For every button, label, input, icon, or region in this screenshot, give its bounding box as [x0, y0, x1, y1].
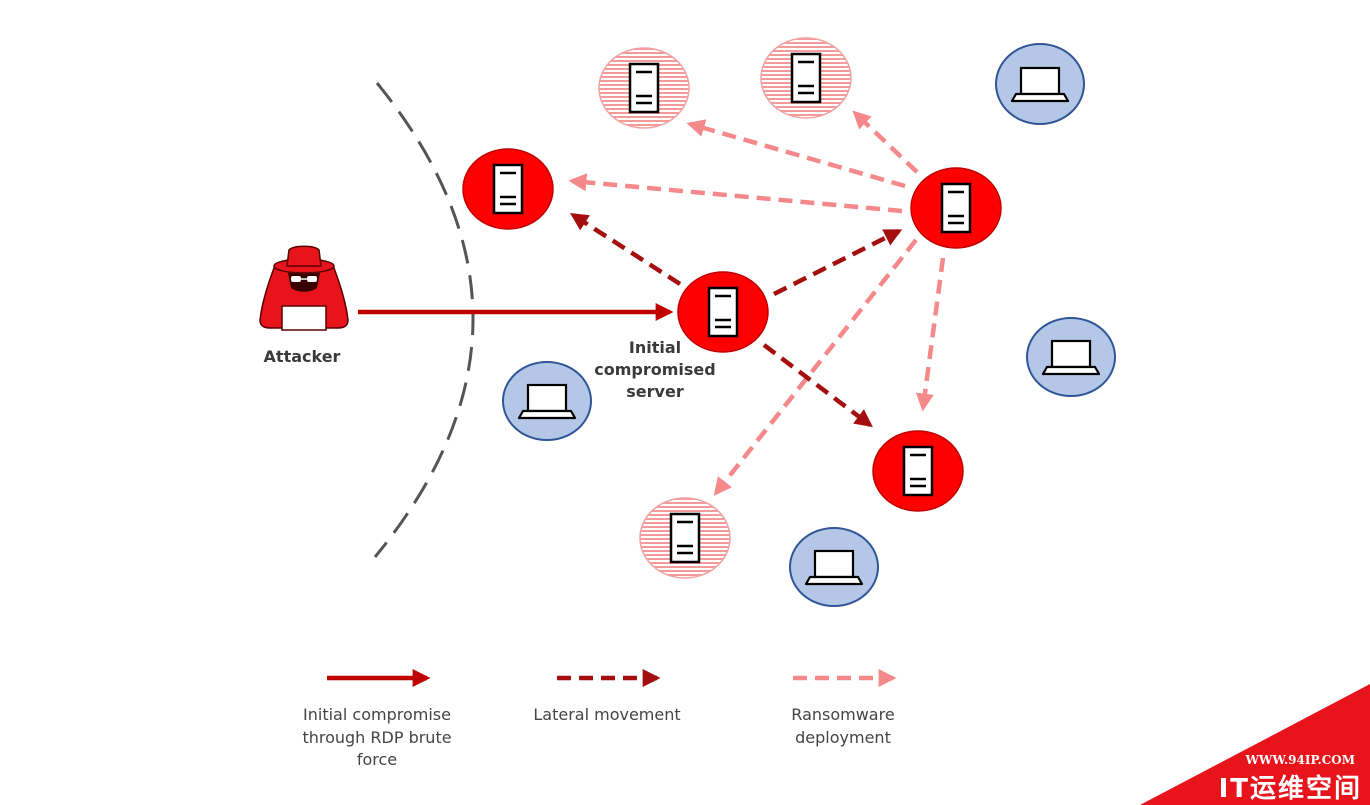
server-icon: [492, 163, 524, 215]
watermark-corner-triangle: [1140, 684, 1370, 805]
attacker-label: Attacker: [264, 347, 341, 366]
watermark-text: IT运维空间: [1219, 773, 1362, 804]
legend-item-ransomware-deployment: Ransomware deployment: [791, 669, 897, 747]
encrypted-server-top-left: [598, 47, 690, 129]
initial-server-label-line3: server: [626, 382, 684, 401]
lateral-arrow-to-lower-right-server: [762, 343, 873, 428]
workstation-left: [502, 361, 592, 441]
legend-label-initial-compromise-line2: through RDP brute: [302, 728, 451, 747]
ransomware-arrow-to-lower-right-server: [915, 257, 946, 412]
legend-label-initial-compromise-line3: force: [357, 750, 397, 769]
legend-label-ransomware-line2: deployment: [795, 728, 891, 747]
server-icon: [940, 182, 972, 234]
ransomware-arrow-to-upper-left-server: [568, 173, 903, 214]
ransomware-arrow-to-top-server: [852, 110, 919, 174]
laptop-icon: [1041, 339, 1101, 376]
ransomware-arrows: [568, 110, 946, 496]
site-watermark: WWW.94IP.COM IT运维空间: [1140, 684, 1370, 805]
legend: Initial compromise through RDP brute for…: [302, 669, 897, 769]
server-icon: [628, 62, 660, 114]
encrypted-server-bottom: [639, 497, 731, 579]
server-icon: [707, 286, 739, 338]
legend-label-lateral-movement: Lateral movement: [533, 705, 680, 724]
server-icon: [902, 445, 934, 497]
lateral-arrow-to-right-server: [772, 228, 903, 297]
laptop-icon: [804, 549, 864, 586]
legend-label-ransomware-line1: Ransomware: [791, 705, 894, 724]
compromised-server-right: [910, 167, 1002, 249]
workstation-bottom: [789, 527, 879, 607]
compromised-server-lower-right: [872, 430, 964, 512]
workstation-top-right: [995, 43, 1085, 125]
compromised-server-upper-left: [462, 148, 554, 230]
legend-label-initial-compromise-line1: Initial compromise: [303, 705, 451, 724]
laptop-icon: [1010, 66, 1070, 103]
server-icon: [669, 512, 701, 564]
initial-server-label-line1: Initial: [629, 338, 681, 357]
watermark-url: WWW.94IP.COM: [1244, 753, 1355, 767]
server-icon: [790, 52, 822, 104]
laptop-icon: [517, 383, 577, 420]
network-perimeter: [373, 82, 475, 558]
lateral-movement-arrows: [569, 213, 903, 428]
hooded-hacker-icon: [259, 245, 349, 331]
encrypted-server-top: [760, 37, 852, 119]
initial-compromised-server: [677, 271, 769, 353]
legend-item-lateral-movement: Lateral movement: [533, 669, 681, 724]
lateral-arrow-to-upper-left-server: [569, 213, 682, 286]
ransomware-arrow-to-top-left-server: [686, 119, 906, 189]
initial-server-label-line2: compromised: [594, 360, 715, 379]
workstation-right: [1026, 317, 1116, 397]
legend-item-initial-compromise: Initial compromise through RDP brute for…: [302, 669, 452, 769]
ransomware-arrow-to-bottom-server: [713, 238, 918, 496]
